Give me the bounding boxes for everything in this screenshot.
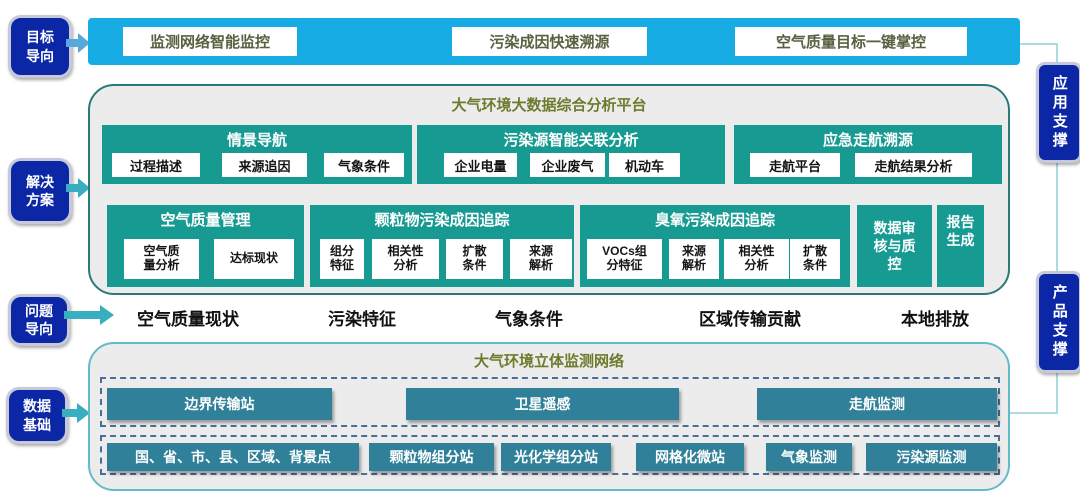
data-arrow-icon: [62, 403, 90, 423]
sub-item: 相关性 分析: [724, 239, 789, 279]
sub-item: 过程描述: [112, 153, 200, 177]
section-scenario-navigation: 情景导航 过程描述 来源追因 气象条件: [102, 125, 412, 184]
sub-item: 走航平台: [750, 153, 840, 177]
section-header: 情景导航: [226, 132, 287, 149]
right-nav-product-support: 产品支撑: [1036, 271, 1080, 373]
sub-item: VOCs组 分特征: [587, 239, 662, 279]
station-bar: 气象监测: [766, 443, 852, 471]
platform-title: 大气环境大数据综合分析平台: [451, 97, 647, 114]
section-emergency-navigation-tracing: 应急走航溯源 走航平台 走航结果分析: [734, 125, 1002, 184]
section-report-generation: 报告 生成: [937, 205, 984, 287]
goal-banner: 监测网络智能监控 污染成因快速溯源 空气质量目标一键掌控: [88, 18, 1020, 65]
analysis-platform-panel: 大气环境大数据综合分析平台 情景导航 过程描述 来源追因 气象条件 污染源智能关…: [88, 84, 1010, 295]
sub-item: 扩散 条件: [790, 239, 840, 279]
goal-item-target-control: 空气质量目标一键掌控: [735, 27, 967, 56]
network-title: 大气环境立体监测网络: [473, 353, 624, 370]
sub-item: 达标现状: [214, 239, 294, 279]
station-bar: 网格化微站: [636, 443, 744, 471]
network-row2-container: 国、省、市、县、区域、背景点 颗粒物组分站 光化学组分站 网格化微站 气象监测 …: [100, 435, 1000, 475]
section-ozone-cause-tracking: 臭氧污染成因追踪 VOCs组 分特征 来源 解析 相关性 分析 扩散 条件: [580, 205, 850, 287]
section-header: 空气质量管理: [160, 212, 251, 229]
station-bar: 卫星遥感: [406, 388, 679, 420]
left-nav-problem-orientation: 问题 导向: [8, 294, 70, 346]
sub-item: 气象条件: [324, 153, 404, 177]
sub-item: 企业废气: [530, 153, 605, 177]
problem-pollution-characteristics: 污染特征: [328, 310, 396, 329]
section-data-audit-quality-control: 数据审 核与质 控: [857, 205, 932, 287]
section-header: 污染源智能关联分析: [503, 132, 639, 149]
left-nav-data-foundation: 数据 基础: [6, 387, 68, 444]
station-bar: 边界传输站: [107, 388, 332, 420]
sub-item: 扩散 条件: [446, 239, 503, 279]
section-header: 臭氧污染成因追踪: [654, 212, 775, 229]
sub-item: 机动车: [609, 153, 680, 177]
section-pollution-source-analysis: 污染源智能关联分析 企业电量 企业废气 机动车: [417, 125, 725, 184]
station-bar: 污染源监测: [866, 443, 997, 471]
section-header: 颗粒物污染成因追踪: [374, 212, 510, 229]
sub-item: 相关性 分析: [372, 239, 439, 279]
sub-item: 来源追因: [222, 153, 307, 177]
goal-item-network-monitoring: 监测网络智能监控: [123, 27, 297, 56]
left-nav-solution: 解决 方案: [8, 158, 72, 224]
station-bar: 国、省、市、县、区域、背景点: [107, 443, 359, 471]
section-air-quality-management: 空气质量管理 空气质 量分析 达标现状: [107, 205, 304, 287]
station-bar: 光化学组分站: [501, 443, 611, 471]
left-nav-goal-orientation: 目标 导向: [8, 15, 72, 78]
problem-local-emissions: 本地排放: [901, 310, 969, 329]
problem-regional-transport: 区域传输贡献: [699, 310, 801, 329]
problem-arrow-icon: [64, 305, 114, 325]
sub-item: 走航结果分析: [855, 153, 972, 177]
section-particulate-cause-tracking: 颗粒物污染成因追踪 组分 特征 相关性 分析 扩散 条件 来源 解析: [310, 205, 574, 287]
station-bar: 颗粒物组分站: [369, 443, 494, 471]
sub-item: 企业电量: [444, 153, 517, 177]
goal-item-pollution-tracing: 污染成因快速溯源: [452, 27, 647, 56]
monitoring-network-panel: 大气环境立体监测网络 边界传输站 卫星遥感 走航监测 国、省、市、县、区域、背景…: [88, 342, 1010, 491]
section-header: 应急走航溯源: [822, 132, 913, 149]
right-nav-application-support: 应用支撑: [1036, 62, 1080, 163]
problem-meteorological-conditions: 气象条件: [495, 310, 563, 329]
solution-arrow-icon: [66, 178, 90, 198]
station-bar: 走航监测: [757, 388, 997, 420]
network-row1-container: 边界传输站 卫星遥感 走航监测: [100, 377, 1000, 427]
goal-arrow-icon: [66, 33, 90, 53]
sub-item: 组分 特征: [320, 239, 364, 279]
sub-item: 空气质 量分析: [124, 239, 199, 279]
sub-item: 来源 解析: [510, 239, 572, 279]
sub-item: 来源 解析: [669, 239, 719, 279]
problem-air-quality-status: 空气质量现状: [137, 310, 239, 329]
